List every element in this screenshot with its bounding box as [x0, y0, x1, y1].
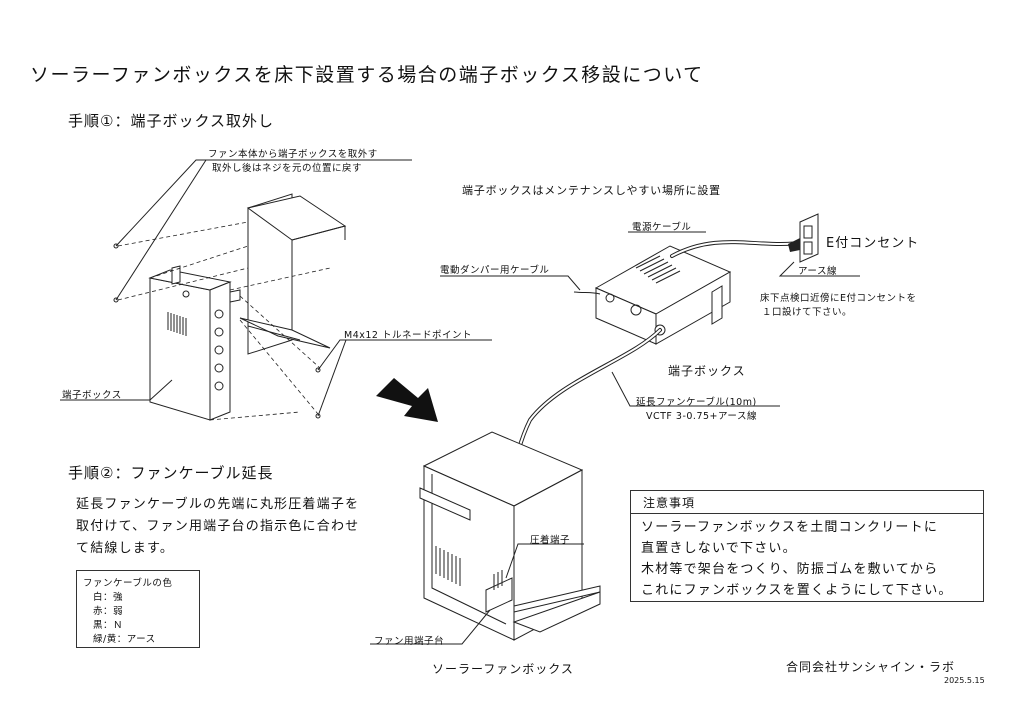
- color-row-red: 赤：弱: [93, 606, 124, 617]
- terminal-box-drawing: [148, 265, 241, 421]
- fan-body-drawing: [239, 193, 347, 355]
- screw-label: M4x12 トルネードポイント: [344, 330, 472, 341]
- color-row-black: 黒：Ｎ: [93, 620, 124, 631]
- company-name: 合同会社サンシャイン・ラボ: [786, 660, 956, 674]
- ext-cable-line1: 延長ファンケーブル(10m): [636, 397, 757, 408]
- outlet-note-line2: １口設けて下さい。: [762, 307, 853, 318]
- notice-line1: ソーラーファンボックスを土間コンクリートに: [641, 520, 939, 535]
- damper-cable-label: 電動ダンパー用ケーブル: [440, 265, 550, 276]
- outlet-note-line1: 床下点検口近傍にE付コンセントを: [760, 293, 917, 304]
- step2-text-line2: 取付けて、ファン用端子台の指示色に合わせ: [76, 519, 360, 534]
- color-row-white: 白：強: [93, 592, 124, 603]
- leader-lines-step1: [60, 159, 492, 417]
- notice-box: 注意事項 ソーラーファンボックスを土間コンクリートに 直置きしないで下さい。 木…: [630, 490, 984, 602]
- terminal-box-label-right: 端子ボックス: [668, 364, 746, 378]
- terminal-box-label-left: 端子ボックス: [62, 390, 122, 401]
- ext-cable-line2: VCTF 3-0.75+アース線: [646, 411, 757, 422]
- fan-terminal-block-label: ファン用端子台: [374, 636, 445, 647]
- cable-color-table: ファンケーブルの色 白：強 赤：弱 黒：Ｎ 緑/黄：アース: [76, 570, 200, 648]
- notice-line2: 直置きしないで下さい。: [641, 541, 797, 556]
- solar-fan-box-label: ソーラーファンボックス: [432, 662, 574, 676]
- alignment-dashes: [117, 221, 331, 421]
- power-cable-label: 電源ケーブル: [632, 222, 692, 233]
- step2-heading: 手順②：ファンケーブル延長: [68, 464, 274, 482]
- outlet-label: E付コンセント: [826, 236, 920, 251]
- document-date: 2025.5.15: [944, 676, 985, 685]
- step1-heading: 手順①：端子ボックス取外し: [68, 112, 274, 130]
- step1-note-line2: 取外し後はネジを元の位置に戻す: [212, 163, 363, 174]
- step2-text-line3: て結線します。: [76, 541, 175, 556]
- step1-note-line1: ファン本体から端子ボックスを取外す: [208, 149, 378, 160]
- leader-lines-bottom: [370, 543, 584, 645]
- direction-arrow: [376, 378, 438, 422]
- installed-terminal-box-drawing: [594, 245, 732, 345]
- crimp-terminal-label: 圧着端子: [530, 535, 571, 546]
- notice-line4: これにファンボックスを置くようにして下さい。: [641, 583, 953, 598]
- page-title: ソーラーファンボックスを床下設置する場合の端子ボックス移設について: [30, 64, 704, 86]
- install-heading: 端子ボックスはメンテナンスしやすい場所に設置: [462, 184, 721, 197]
- notice-heading: 注意事項: [643, 496, 696, 510]
- color-row-earth: 緑/黄：アース: [93, 634, 156, 645]
- step2-text-line1: 延長ファンケーブルの先端に丸形圧着端子を: [76, 497, 360, 512]
- notice-line3: 木材等で架台をつくり、防振ゴムを敷いてから: [641, 562, 939, 577]
- solar-fan-box-drawing: [419, 431, 601, 641]
- leader-lines-right: [440, 231, 860, 407]
- outlet-drawing: [788, 213, 819, 263]
- earth-wire-label: アース線: [798, 266, 837, 277]
- color-table-heading: ファンケーブルの色: [83, 578, 173, 589]
